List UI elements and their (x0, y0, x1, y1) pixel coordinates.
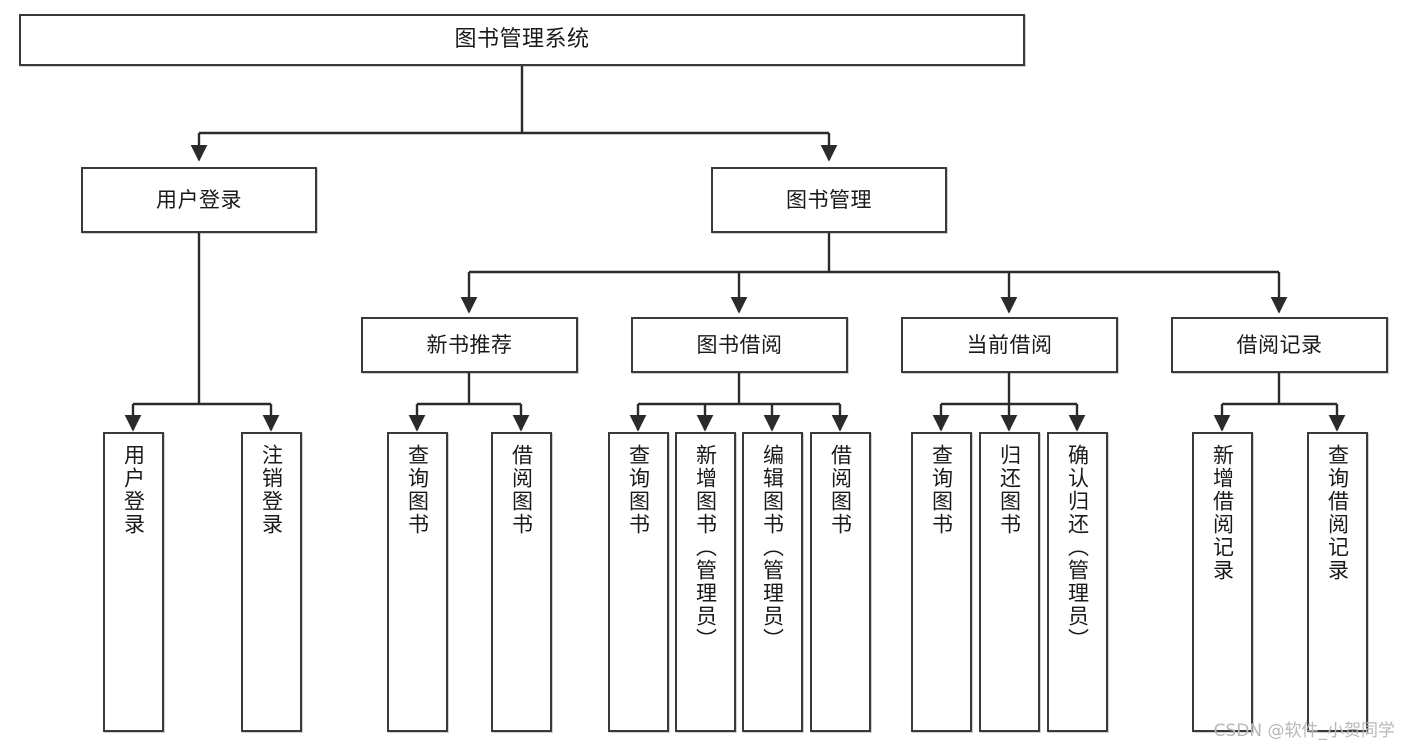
leaf-new-book-borrow[interactable]: 借阅图书 (491, 432, 552, 732)
node-book-management[interactable]: 图书管理 (711, 167, 947, 233)
leaf-user-login-1-label: 用户登录 (121, 444, 146, 536)
node-borrow-record[interactable]: 借阅记录 (1171, 317, 1388, 373)
node-root-label: 图书管理系统 (454, 27, 590, 53)
leaf-borrow-query-book[interactable]: 查询图书 (608, 432, 669, 732)
leaf-record-add[interactable]: 新增借阅记录 (1192, 432, 1253, 732)
leaf-record-query-label: 查询借阅记录 (1325, 444, 1350, 582)
watermark-text: CSDN @软件_小贺同学 (1213, 721, 1395, 741)
leaf-current-query-book[interactable]: 查询图书 (911, 432, 972, 732)
leaf-borrow-borrow-book[interactable]: 借阅图书 (810, 432, 871, 732)
leaf-user-logout[interactable]: 注销登录 (241, 432, 302, 732)
node-current-borrow-label: 当前借阅 (966, 332, 1053, 357)
leaf-borrow-add-book-label: 新增图书（管理员） (693, 444, 718, 651)
node-borrow-record-label: 借阅记录 (1236, 332, 1323, 357)
leaf-current-return-book-label: 归还图书 (997, 444, 1022, 536)
leaf-borrow-query-book-label: 查询图书 (626, 444, 651, 536)
node-new-book-recommend[interactable]: 新书推荐 (361, 317, 578, 373)
node-user-login[interactable]: 用户登录 (81, 167, 317, 233)
node-user-login-label: 用户登录 (156, 187, 242, 212)
leaf-current-confirm-return[interactable]: 确认归还（管理员） (1047, 432, 1108, 732)
leaf-current-return-book[interactable]: 归还图书 (979, 432, 1040, 732)
node-current-borrow[interactable]: 当前借阅 (901, 317, 1118, 373)
leaf-record-add-label: 新增借阅记录 (1210, 444, 1235, 582)
leaf-new-book-query-label: 查询图书 (405, 444, 430, 536)
leaf-current-confirm-return-label: 确认归还（管理员） (1065, 444, 1090, 651)
leaf-borrow-borrow-book-label: 借阅图书 (828, 444, 853, 536)
leaf-user-login-1[interactable]: 用户登录 (103, 432, 164, 732)
leaf-new-book-borrow-label: 借阅图书 (509, 444, 534, 536)
node-book-borrow[interactable]: 图书借阅 (631, 317, 848, 373)
leaf-new-book-query[interactable]: 查询图书 (387, 432, 448, 732)
node-new-book-recommend-label: 新书推荐 (426, 332, 513, 357)
leaf-borrow-edit-book[interactable]: 编辑图书（管理员） (742, 432, 803, 732)
leaf-borrow-edit-book-label: 编辑图书（管理员） (760, 444, 785, 651)
leaf-current-query-book-label: 查询图书 (929, 444, 954, 536)
leaf-borrow-add-book[interactable]: 新增图书（管理员） (675, 432, 736, 732)
node-book-management-label: 图书管理 (786, 187, 872, 212)
node-book-borrow-label: 图书借阅 (696, 332, 783, 357)
leaf-record-query[interactable]: 查询借阅记录 (1307, 432, 1368, 732)
leaf-user-logout-label: 注销登录 (259, 444, 284, 536)
node-root[interactable]: 图书管理系统 (19, 14, 1025, 66)
